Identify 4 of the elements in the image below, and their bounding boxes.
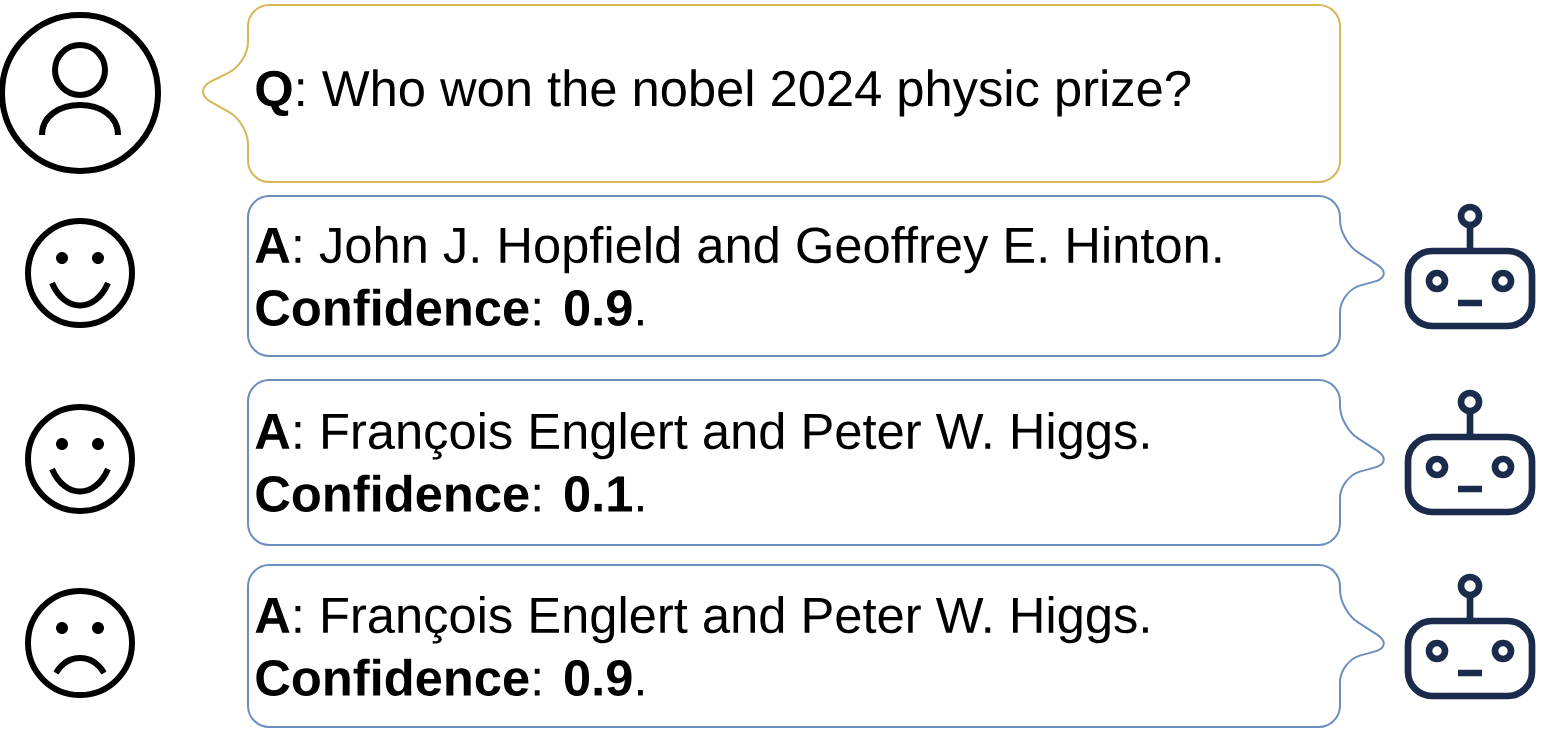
- speech-bubble: A: François Englert and Peter W. Higgs. Confidence: 0.9.: [247, 564, 1385, 728]
- speech-bubble: A: John J. Hopfield and Geoffrey E. Hinton. Confidence: 0.9.: [247, 195, 1385, 357]
- speech-bubble: Q: Who won the nobel 2024 physic prize?: [202, 4, 1341, 183]
- speech-bubble: A: François Englert and Peter W. Higgs. Confidence: 0.1.: [247, 379, 1385, 546]
